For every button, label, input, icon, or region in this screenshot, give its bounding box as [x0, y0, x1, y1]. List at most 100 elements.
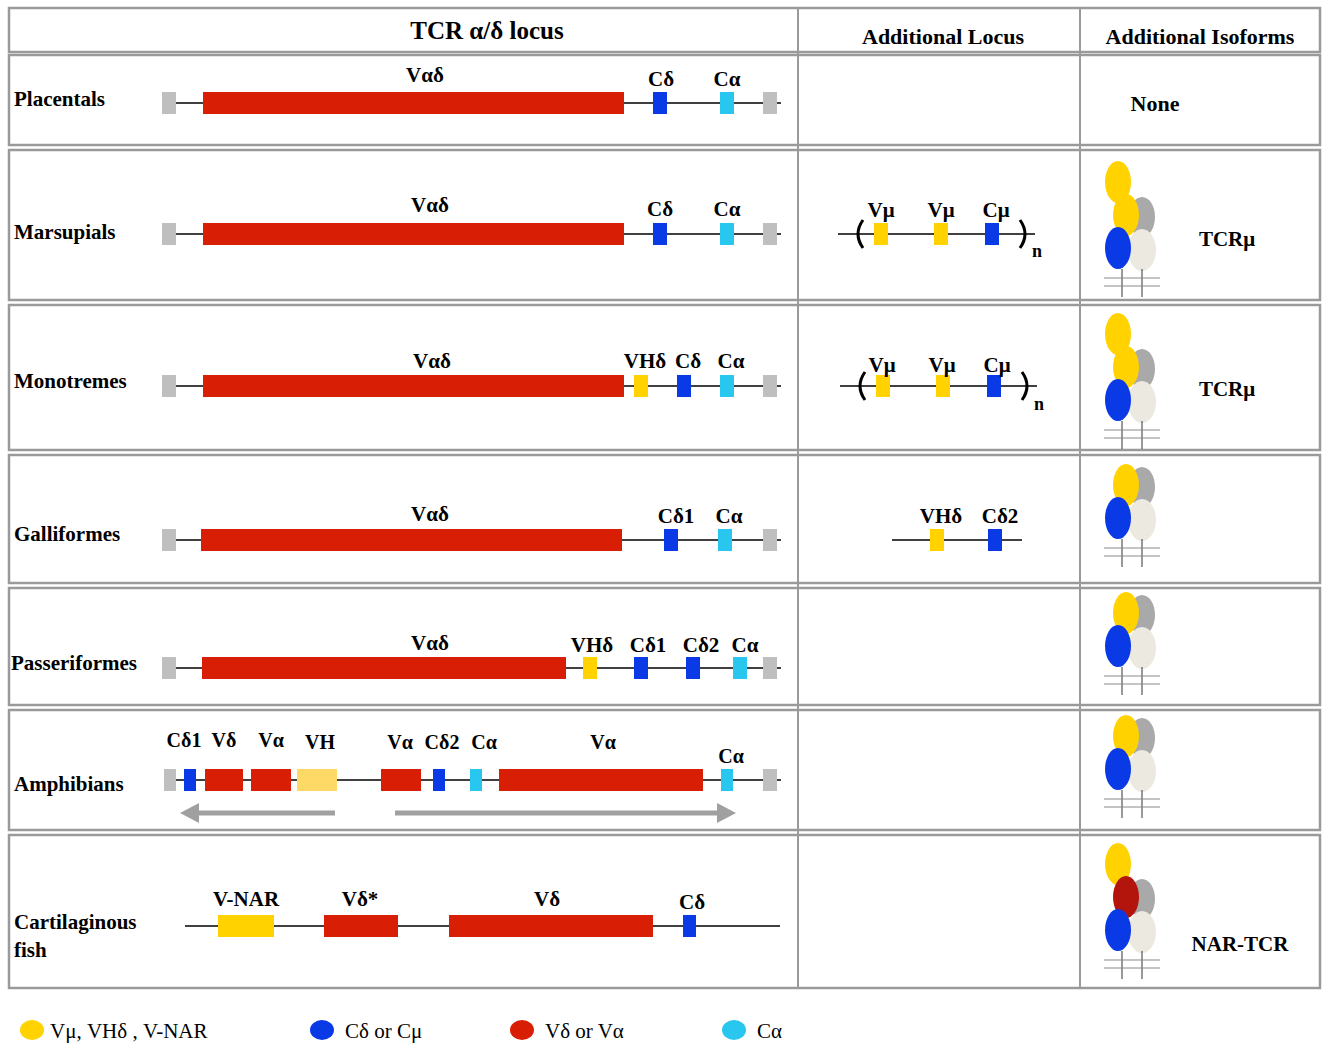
isoform-label: NAR-TCR [1192, 933, 1289, 956]
table-row-frame [9, 835, 1320, 988]
gene-segment [433, 769, 445, 791]
gene-segment [162, 223, 176, 245]
repeat-bracket [1022, 372, 1027, 400]
membrane-line [1104, 676, 1160, 677]
membrane-line [1104, 430, 1160, 431]
membrane-line [1104, 556, 1160, 557]
table-row-frame [9, 710, 1320, 830]
gene-segment [985, 223, 999, 245]
gene-segment [381, 769, 421, 791]
gene-segment [987, 375, 1001, 397]
segment-label: Vαδ [411, 194, 449, 217]
table-row-frame [9, 455, 1320, 583]
receptor-domain [1105, 497, 1131, 539]
segment-label: Vαδ [406, 64, 444, 87]
column-divider [1079, 8, 1081, 988]
membrane-line [1104, 438, 1160, 439]
gene-segment [677, 375, 691, 397]
receptor-domain [1105, 227, 1131, 269]
gene-segment [721, 769, 733, 791]
gene-segment [720, 92, 734, 114]
receptor-stalk [1141, 667, 1142, 695]
gene-segment [201, 529, 622, 551]
isoform-label: TCRμ [1199, 228, 1255, 251]
gene-segment [763, 92, 777, 114]
repeat-subscript: n [1034, 395, 1044, 415]
receptor-stalk [1121, 951, 1122, 979]
gene-segment [664, 529, 678, 551]
gene-segment [203, 223, 624, 245]
gene-segment [218, 915, 274, 937]
receptor-domain [1128, 229, 1156, 271]
segment-label: Cα [714, 198, 741, 221]
gene-segment [203, 92, 624, 114]
segment-label: Vδ* [342, 888, 379, 911]
table-row-frame [9, 55, 1320, 145]
segment-label: VH [305, 731, 335, 753]
column-header: TCR α/δ locus [410, 17, 563, 45]
row-label: Placentals [14, 88, 105, 111]
segment-label: Vμ [867, 199, 894, 222]
gene-segment [470, 769, 482, 791]
receptor-stalk [1121, 790, 1122, 818]
segment-label: Cα [471, 731, 497, 753]
gene-segment [162, 92, 176, 114]
gene-segment [164, 769, 176, 791]
segment-label: Cα [714, 68, 741, 91]
segment-label: VHδ [624, 350, 666, 373]
orientation-arrowhead [717, 803, 736, 823]
isoform-label: None [1131, 92, 1180, 116]
membrane-line [1104, 286, 1160, 287]
segment-label: Vδ [534, 888, 560, 911]
segment-label: Cδ [675, 350, 701, 373]
repeat-subscript: n [1032, 242, 1042, 262]
segment-label: Vαδ [413, 350, 451, 373]
gene-segment [162, 375, 176, 397]
gene-segment [184, 769, 196, 791]
row-label: Marsupials [14, 221, 116, 244]
membrane-line [1104, 807, 1160, 808]
orientation-arrowhead [180, 803, 199, 823]
gene-segment [203, 375, 624, 397]
column-header: Additional Isoforms [1106, 25, 1295, 49]
gene-segment [763, 657, 777, 679]
receptor-stalk [1141, 539, 1142, 567]
segment-label: Cδ2 [982, 505, 1019, 528]
legend-swatch [310, 1020, 334, 1040]
receptor-domain [1128, 381, 1156, 423]
gene-segment [202, 657, 566, 679]
membrane-line [1104, 278, 1160, 279]
segment-label: VHδ [920, 505, 962, 528]
orientation-arrow [395, 811, 719, 816]
gene-segment [763, 529, 777, 551]
orientation-arrow [196, 811, 335, 816]
locus-line [892, 539, 1022, 541]
gene-segment [634, 657, 648, 679]
row-label: Monotremes [14, 370, 127, 393]
gene-segment [876, 375, 890, 397]
gene-segment [936, 375, 950, 397]
row-label: Galliformes [14, 523, 120, 546]
repeat-bracket [1020, 220, 1025, 248]
gene-segment [763, 769, 777, 791]
membrane-line [1104, 968, 1160, 969]
receptor-stalk [1141, 951, 1142, 979]
segment-label: Cδ [648, 68, 674, 91]
gene-segment [930, 529, 944, 551]
gene-segment [583, 657, 597, 679]
gene-segment [205, 769, 243, 791]
segment-label: Vα [258, 729, 284, 751]
gene-segment [763, 223, 777, 245]
segment-label: Cμ [983, 354, 1010, 377]
membrane-line [1104, 799, 1160, 800]
table-row-frame [9, 8, 1320, 52]
gene-segment [449, 915, 653, 937]
receptor-domain [1105, 748, 1131, 790]
segment-label: Vμ [927, 199, 954, 222]
receptor-stalk [1121, 269, 1122, 297]
segment-label: V-NAR [213, 888, 279, 911]
gene-segment [720, 223, 734, 245]
row-label: Passeriformes [11, 652, 137, 675]
table-row-frame [9, 305, 1320, 450]
segment-label: Vμ [928, 354, 955, 377]
